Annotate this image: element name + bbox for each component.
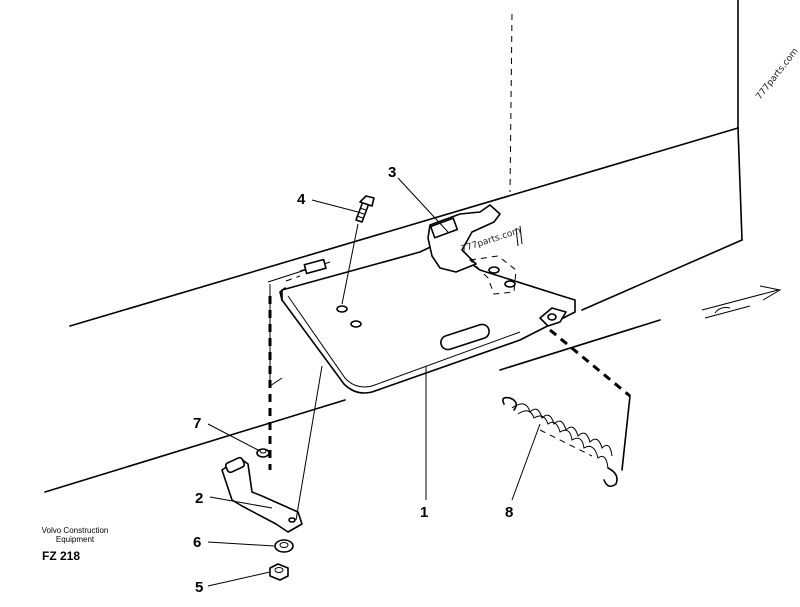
caption-block: Volvo Construction Equipment FZ 218 — [42, 526, 109, 563]
leader-lines — [207, 177, 541, 587]
caption-line-2: Equipment — [56, 535, 95, 544]
callout-1: 1 — [420, 504, 428, 521]
callout-6: 6 — [193, 534, 201, 551]
callout-3: 3 — [388, 164, 396, 181]
nut-part-5 — [269, 563, 289, 581]
spring-part-8 — [502, 307, 631, 488]
callout-5: 5 — [195, 579, 203, 596]
figure-id: FZ 218 — [42, 549, 80, 563]
callout-labels: 1 2 3 4 5 6 7 8 — [193, 164, 513, 596]
washer-part-6 — [274, 539, 294, 553]
callout-4: 4 — [297, 191, 306, 208]
callout-8: 8 — [505, 504, 513, 521]
caption-line-1: Volvo Construction — [42, 526, 109, 535]
bolt-part-4 — [341, 195, 375, 305]
callout-7: 7 — [193, 415, 201, 432]
step-plate-part-1 — [269, 239, 576, 394]
spacer-part-7 — [256, 448, 270, 458]
machine-body-outline — [44, 0, 743, 493]
latch-catch-part-3 — [427, 204, 523, 295]
watermark-corner: 777parts.com — [754, 47, 800, 102]
callout-2: 2 — [195, 490, 203, 507]
direction-arrow — [701, 285, 782, 319]
bracket-part-2 — [221, 296, 323, 533]
